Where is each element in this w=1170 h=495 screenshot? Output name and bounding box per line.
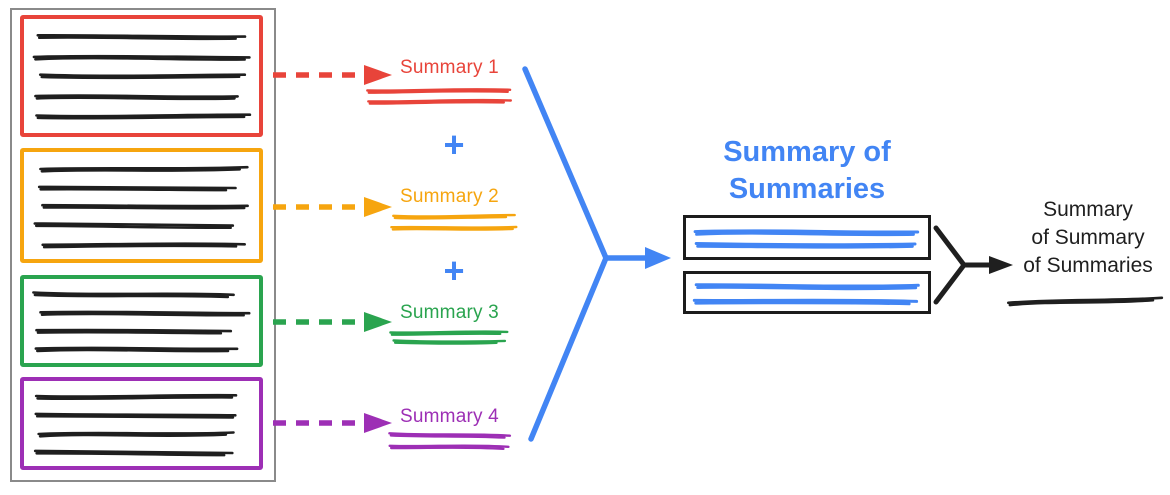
document-3-to-summary-3-arrow xyxy=(273,312,392,332)
plus-icon: + xyxy=(443,250,465,291)
summary-2-scribble xyxy=(390,213,518,231)
document-4-text-scribble xyxy=(33,393,237,456)
summary-of-summaries-title-line2: Summaries xyxy=(728,173,886,205)
document-1-to-summary-1-arrow xyxy=(273,65,392,85)
document-4-box xyxy=(20,377,263,470)
summary-3-label: Summary 3 xyxy=(400,302,499,323)
source-documents-panel xyxy=(10,8,276,482)
document-4-to-summary-4-arrow xyxy=(273,413,392,433)
summaries-merge-arrow xyxy=(522,66,671,442)
final-summary-line2: of Summary xyxy=(1031,226,1145,249)
summary-4-scribble xyxy=(388,432,512,450)
summary-of-summaries-scribble-2 xyxy=(692,282,920,305)
summary-of-summaries-title-line1: Summary of xyxy=(723,136,891,168)
document-2-text-scribble xyxy=(33,165,249,248)
summary-2-label: Summary 2 xyxy=(400,186,499,207)
plus-icon: + xyxy=(443,124,465,165)
summary-4-label: Summary 4 xyxy=(400,406,499,427)
summary-3-scribble xyxy=(389,330,509,345)
summary-of-summaries-box-1 xyxy=(683,215,931,260)
document-3-box xyxy=(20,275,263,367)
document-1-text-scribble xyxy=(32,33,251,120)
final-summary-line3: of Summaries xyxy=(1023,254,1153,277)
document-2-box xyxy=(20,148,263,263)
summary-of-summaries-title: Summary of Summaries xyxy=(680,134,934,208)
summary-of-summaries-scribble-1 xyxy=(693,228,920,249)
document-3-text-scribble xyxy=(31,291,250,353)
final-summary-line1: Summary xyxy=(1043,198,1133,221)
summary-1-scribble xyxy=(366,87,512,105)
final-merge-arrow xyxy=(933,225,1013,305)
document-1-box xyxy=(20,15,263,137)
final-summary-scribble xyxy=(1006,296,1164,307)
document-2-to-summary-2-arrow xyxy=(273,197,392,217)
summary-of-summaries-box-2 xyxy=(683,271,931,314)
final-summary-label: Summary of Summary of Summaries xyxy=(1010,196,1166,280)
summary-1-label: Summary 1 xyxy=(400,57,499,78)
